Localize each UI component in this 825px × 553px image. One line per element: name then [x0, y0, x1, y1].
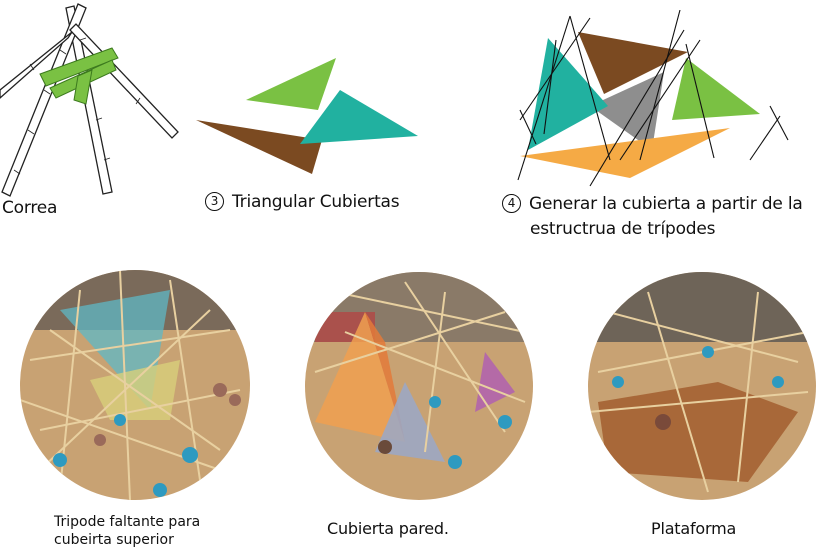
triangular-roofs-diagram: [190, 50, 425, 180]
caption-middle: Cubierta pared.: [327, 519, 449, 538]
step3-text: Triangular Cubiertas: [232, 192, 400, 212]
step3-number-badge: 3: [205, 192, 224, 211]
step4-number-badge: 4: [502, 194, 521, 213]
caption-right: Plataforma: [651, 519, 737, 538]
step4-line1: Generar la cubierta a partir de la: [529, 194, 803, 214]
tripod-strap-sketch: [0, 0, 190, 200]
caption-left-line2: cubeirta superior: [54, 532, 174, 548]
photo-tripod-missing: [20, 270, 250, 500]
caption-left: Tripode faltante para cubeirta superior: [54, 513, 200, 549]
step4-line2: estructrua de trípodes: [530, 219, 716, 239]
photo-wall-roof: [305, 272, 533, 500]
photo-platform: [588, 272, 816, 500]
tripod-roof-diagram: [500, 10, 800, 190]
caption-left-line1: Tripode faltante para: [54, 514, 201, 530]
step3-label: 3 Triangular Cubiertas: [205, 192, 400, 212]
correa-label: Correa: [2, 198, 58, 218]
step4-label: 4 Generar la cubierta a partir de la estr…: [502, 192, 803, 242]
